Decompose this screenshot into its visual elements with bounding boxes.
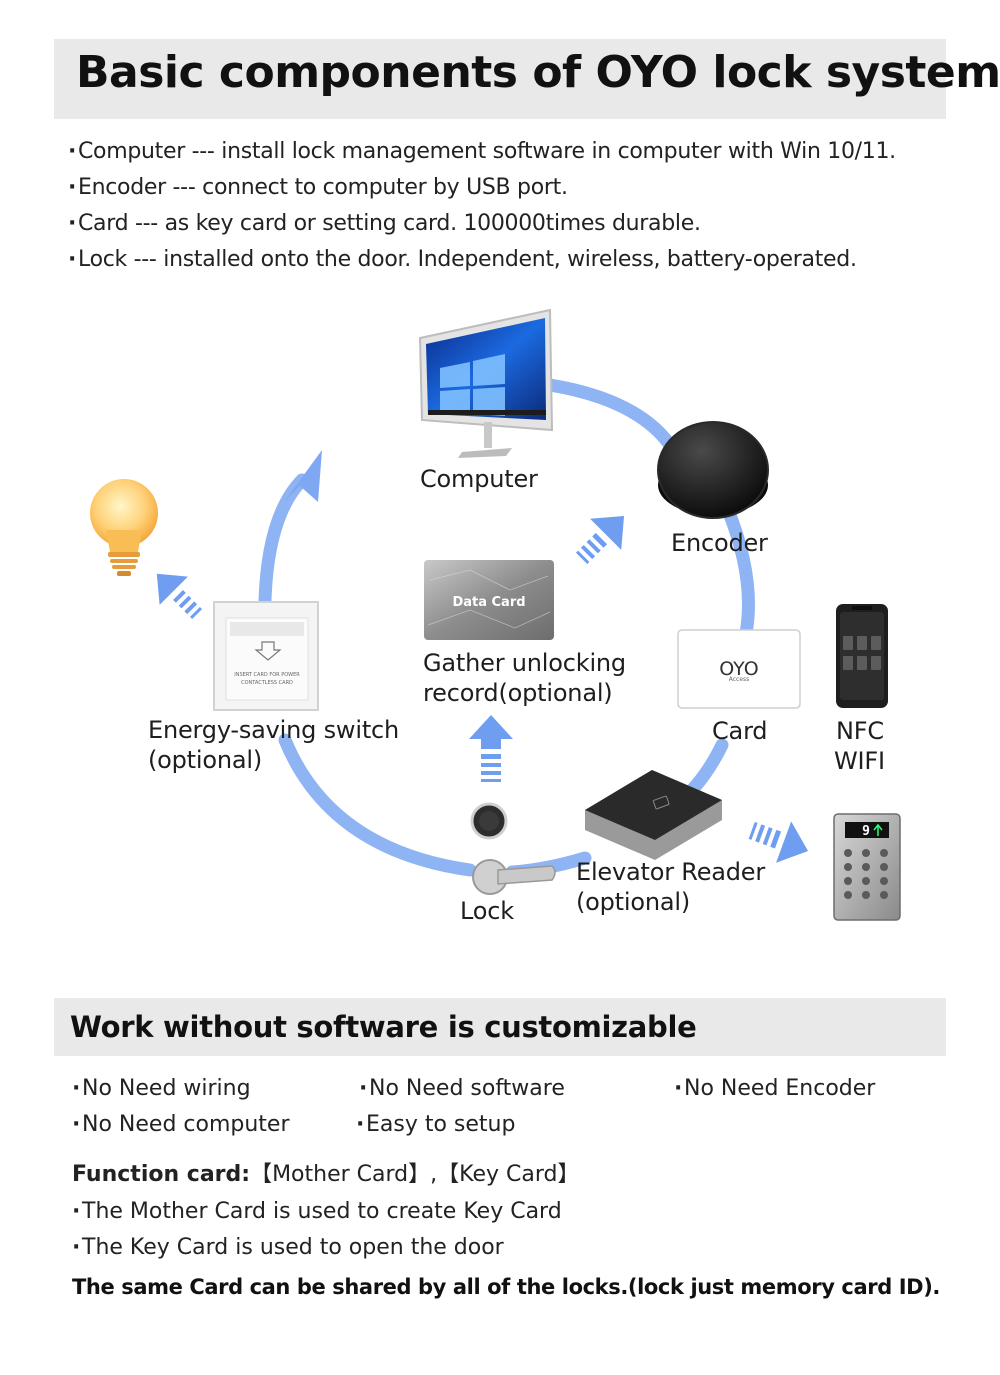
ring-segment-lock-switch — [278, 733, 477, 877]
elevator-reader-label-line-2: (optional) — [576, 888, 690, 916]
intro-bullet-computer: Computer --- install lock management sof… — [68, 134, 896, 170]
ring-segment-switch-computer — [258, 473, 309, 607]
encoder-icon — [657, 421, 769, 519]
card-label: Card — [712, 717, 768, 745]
door-lock-icon — [470, 802, 556, 895]
smartphone-icon — [836, 604, 888, 708]
feature-no-encoder: No Need Encoder — [674, 1076, 875, 1101]
mother-card-use: The Mother Card is used to create Key Ca… — [72, 1199, 562, 1224]
key-card-use: The Key Card is used to open the door — [72, 1235, 504, 1260]
system-diagram: INSERT CARD FOR POWER CONTACTLESS CARD D… — [0, 290, 1000, 970]
arrow-to-keypad — [748, 821, 809, 863]
lock-label: Lock — [460, 897, 514, 925]
computer-label: Computer — [420, 465, 538, 493]
gather-label-line-2: record(optional) — [423, 679, 613, 707]
intro-bullet-encoder: Encoder --- connect to computer by USB p… — [68, 170, 896, 206]
energy-switch-label-line-1: Energy-saving switch — [148, 716, 400, 744]
function-card-types: 【Mother Card】,【Key Card】 — [250, 1162, 580, 1187]
diagram-graphics: INSERT CARD FOR POWER CONTACTLESS CARD D… — [90, 308, 901, 921]
elevator-reader-icon — [585, 770, 722, 860]
computer-icon — [418, 308, 554, 458]
arrow-up-from-lock — [469, 715, 513, 782]
shared-card-note: The same Card can be shared by all of th… — [72, 1275, 940, 1299]
data-card-icon: Data Card — [424, 560, 554, 640]
nfc-label: NFC — [836, 717, 884, 745]
ring-arrow-head-up — [284, 450, 322, 502]
function-card-label: Function card: — [72, 1162, 251, 1187]
feature-no-software: No Need software — [359, 1076, 565, 1101]
section-banner: Work without software is customizable — [54, 998, 946, 1056]
light-bulb-icon — [90, 479, 158, 576]
intro-bullet-list: Computer --- install lock management sof… — [68, 134, 896, 278]
intro-bullet-card: Card --- as key card or setting card. 10… — [68, 206, 896, 242]
feature-no-computer: No Need computer — [72, 1112, 290, 1137]
ring-segment-computer-encoder — [543, 378, 679, 455]
data-card-text: Data Card — [452, 595, 525, 610]
flow-ring — [258, 378, 755, 879]
page-title: Basic components of OYO lock system — [76, 47, 1000, 98]
function-card-line: Function card:【Mother Card】,【Key Card】 — [72, 1156, 579, 1188]
section-title: Work without software is customizable — [70, 1010, 697, 1044]
title-banner: Basic components of OYO lock system — [54, 39, 1000, 119]
intro-bullet-lock: Lock --- installed onto the door. Indepe… — [68, 242, 896, 278]
encoder-label: Encoder — [671, 529, 768, 557]
feature-easy-setup: Easy to setup — [356, 1112, 515, 1137]
elevator-reader-label-line-1: Elevator Reader — [576, 858, 766, 886]
switch-insert-text: INSERT CARD FOR POWER — [234, 672, 300, 678]
oyo-card-icon: OYO Access — [677, 629, 801, 709]
energy-switch-label-line-2: (optional) — [148, 746, 262, 774]
arrow-to-encoder — [575, 515, 625, 565]
card-logo-subtext: Access — [729, 676, 750, 683]
gather-label-line-1: Gather unlocking — [423, 649, 626, 677]
wifi-label: WIFI — [834, 747, 885, 775]
feature-no-wiring: No Need wiring — [72, 1076, 251, 1101]
elevator-keypad-icon: 9 — [833, 813, 901, 921]
card-logo-text: OYO — [719, 658, 758, 680]
switch-contactless-text: CONTACTLESS CARD — [241, 680, 293, 686]
energy-saving-switch-icon: INSERT CARD FOR POWER CONTACTLESS CARD — [213, 601, 319, 711]
keypad-display-text: 9 — [862, 824, 870, 839]
arrow-to-bulb — [156, 573, 203, 620]
